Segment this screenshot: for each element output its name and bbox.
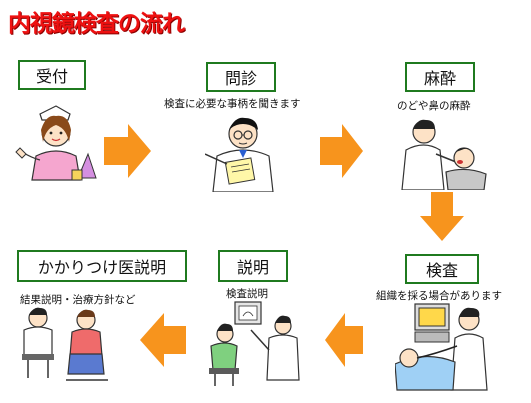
page-title: 内視鏡検査の流れ	[8, 11, 185, 37]
arrow-down	[420, 192, 464, 241]
step-label-anesthesia: 麻酔	[423, 69, 456, 88]
doctor-interview-icon	[205, 117, 274, 192]
arrow-right-1	[104, 124, 151, 178]
step-box-explanation: 説明	[218, 250, 288, 282]
arrow-right-2	[320, 124, 363, 178]
arrow-left-2	[140, 313, 186, 367]
step-box-reception: 受付	[18, 60, 86, 90]
step-box-interview: 問診	[206, 62, 276, 92]
result-explanation-icon	[209, 301, 300, 386]
step-caption-interview: 検査に必要な事柄を聞きます	[164, 98, 301, 110]
step-caption-examination: 組織を採る場合があります	[376, 290, 502, 302]
step-box-family-doctor: かかりつけ医説明	[17, 250, 187, 282]
step-caption-anesthesia: のどや鼻の麻酔	[397, 100, 471, 112]
arrow-left-1	[325, 313, 363, 367]
endoscopy-exam-icon	[395, 303, 488, 391]
step-label-family-doctor: かかりつけ医説明	[37, 258, 167, 277]
family-doctor-icon	[22, 307, 108, 381]
step-caption-explanation: 検査説明	[226, 288, 268, 300]
step-label-interview: 問診	[224, 69, 257, 88]
step-label-examination: 検査	[425, 261, 458, 280]
step-box-anesthesia: 麻酔	[405, 62, 475, 92]
step-caption-family-doctor: 結果説明・治療方針など	[20, 294, 136, 306]
step-label-reception: 受付	[35, 67, 68, 86]
step-box-examination: 検査	[405, 254, 479, 284]
nurse-reception-icon	[15, 105, 97, 181]
throat-anesthesia-icon	[401, 119, 487, 190]
step-label-explanation: 説明	[236, 258, 269, 277]
